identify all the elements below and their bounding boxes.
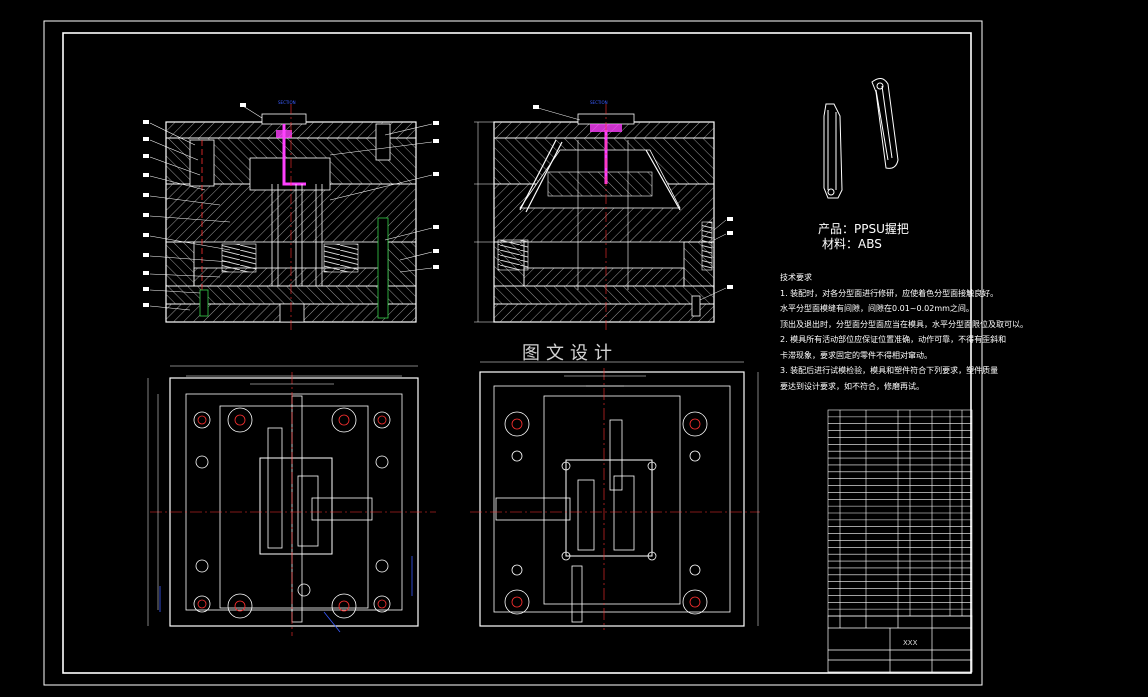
section-view-left: SECTION: [143, 100, 439, 330]
tech-title: 技术要求: [780, 273, 812, 282]
tech-requirements: 技术要求 1. 装配时，对各分型面进行修研，应使着色分型面接触良好。 水平分型面…: [780, 270, 1028, 394]
title-block: [827, 615, 973, 673]
outer-frame: [43, 20, 983, 686]
tech-line: 卡滞现象，要求固定的零件不得相对窜动。: [780, 350, 932, 360]
section-view-right: SECTION: [474, 100, 733, 330]
designer-name: XXX: [903, 639, 918, 647]
svg-text:SECTION: SECTION: [278, 100, 296, 105]
top-view-left: [147, 365, 436, 636]
tech-line: 3. 装配后进行试模检验，模具和塑件符合下列要求，塑件质量: [780, 366, 999, 375]
tech-line: 顶出及退出时，分型面分型面应当在模具，水平分型面限位及取可以。: [780, 319, 1028, 329]
inner-frame: [62, 32, 972, 674]
handle-part-icon: [823, 78, 899, 199]
watermark: 图文设计: [522, 343, 618, 364]
tech-line: 1. 装配时，对各分型面进行修研，应使着色分型面接触良好。: [780, 288, 999, 298]
svg-text:SECTION: SECTION: [590, 100, 608, 105]
tech-line: 要达到设计要求，如不符合，修磨再试。: [780, 381, 924, 391]
tech-line: 水平分型面模缝有间隙，间隙在0.01~0.02mm之间。: [780, 304, 974, 313]
material-label: 材料：ABS: [822, 237, 882, 251]
top-view-right: [470, 361, 760, 630]
bom-table: [827, 409, 973, 617]
product-label: 产品：PPSU握把: [818, 222, 909, 236]
tech-line: 2. 模具所有活动部位应保证位置准确，动作可靠，不得有歪斜和: [780, 335, 1007, 344]
